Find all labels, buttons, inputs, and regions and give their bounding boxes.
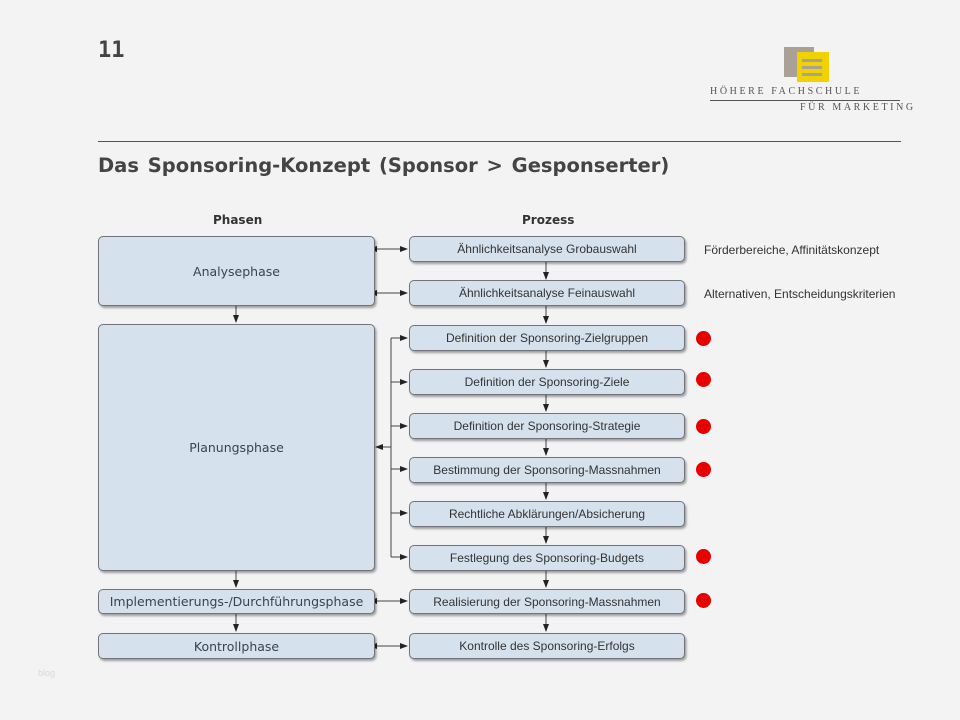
process-step: Definition der Sponsoring-Ziele [409, 369, 685, 395]
logo-mark-stripe [802, 59, 822, 62]
phase-label: Implementierungs-/Durchführungsphase [109, 594, 364, 609]
red-marker-dot [696, 331, 711, 346]
red-marker-dot [696, 419, 711, 434]
process-step-label: Bestimmung der Sponsoring-Massnahmen [433, 463, 661, 477]
red-marker-dot [696, 593, 711, 608]
phase-label: Kontrollphase [193, 638, 280, 654]
phase-box-kontrolle: Kontrollphase [98, 633, 375, 659]
process-step: Ähnlichkeitsanalyse Feinauswahl [409, 280, 685, 306]
process-note: Förderbereiche, Affinitätskonzept [704, 243, 880, 257]
logo-mark-stripe [802, 66, 822, 69]
column-header-phases: Phasen [213, 213, 263, 227]
page-number: 11 [98, 38, 125, 63]
logo-mark-stripe [802, 73, 822, 76]
phase-box-implementierung: Implementierungs-/Durchführungsphase [98, 589, 375, 614]
process-step-label: Definition der Sponsoring-Zielgruppen [445, 331, 649, 345]
process-step-label: Rechtliche Abklärungen/Absicherung [448, 507, 646, 521]
process-step-label: Kontrolle des Sponsoring-Erfolgs [459, 639, 635, 653]
watermark-text: blog [38, 668, 56, 678]
process-step: Definition der Sponsoring-Zielgruppen [409, 325, 685, 351]
logo-divider [710, 100, 900, 101]
process-step: Festlegung des Sponsoring-Budgets [409, 545, 685, 571]
red-marker-dot [696, 372, 711, 387]
process-step-label: Ähnlichkeitsanalyse Feinauswahl [458, 286, 636, 300]
process-step: Kontrolle des Sponsoring-Erfolgs [409, 633, 685, 659]
process-step-label: Festlegung des Sponsoring-Budgets [449, 551, 645, 565]
process-note: Alternativen, Entscheidungskriterien [704, 287, 896, 301]
phase-box-analyse: Analysephase [98, 236, 375, 306]
process-step-label: Definition der Sponsoring-Strategie [453, 419, 641, 433]
school-logo: HÖHERE FACHSCHULE FÜR MARKETING [710, 44, 913, 124]
column-header-process: Prozess [522, 213, 575, 227]
process-step-label: Ähnlichkeitsanalyse Grobauswahl [457, 242, 637, 256]
process-step: Realisierung der Sponsoring-Massnahmen [409, 589, 685, 614]
process-step: Bestimmung der Sponsoring-Massnahmen [409, 457, 685, 483]
red-marker-dot [696, 462, 711, 477]
phase-label: Analysephase [193, 263, 280, 279]
process-step-label: Definition der Sponsoring-Ziele [464, 375, 630, 389]
red-marker-dot [696, 549, 711, 564]
header-divider [98, 141, 901, 142]
logo-text-line1: HÖHERE FACHSCHULE [710, 86, 863, 97]
phase-label: Planungsphase [189, 440, 284, 455]
logo-text-line2: FÜR MARKETING [800, 102, 916, 113]
process-step: Rechtliche Abklärungen/Absicherung [409, 501, 685, 527]
phase-box-planung: Planungsphase [98, 324, 375, 571]
process-step: Definition der Sponsoring-Strategie [409, 413, 685, 439]
process-step-label: Realisierung der Sponsoring-Massnahmen [433, 594, 661, 609]
slide-title: Das Sponsoring-Konzept (Sponsor > Gespon… [98, 154, 670, 177]
process-step: Ähnlichkeitsanalyse Grobauswahl [409, 236, 685, 262]
